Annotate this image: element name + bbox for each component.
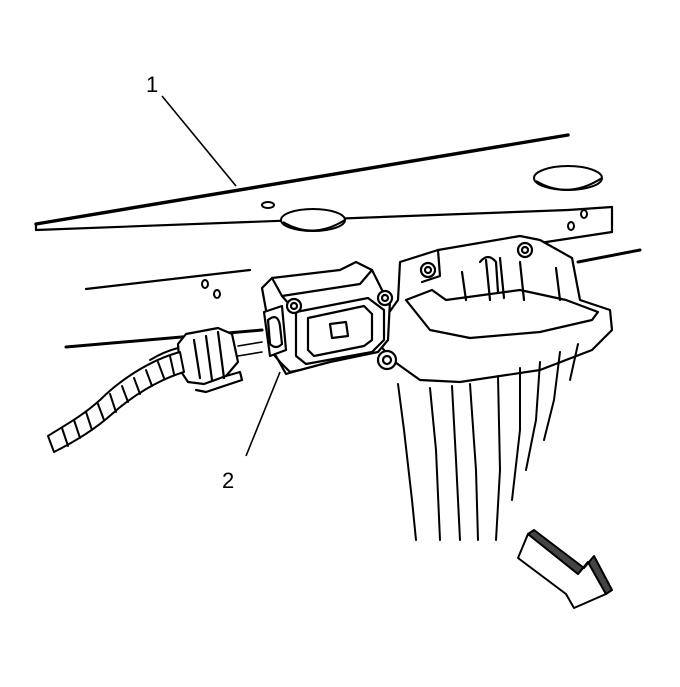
wiring-harness: [47, 347, 185, 453]
leader-line-2: [245, 371, 281, 457]
wiring-connector: [176, 326, 263, 394]
mounting-bracket: [374, 234, 614, 384]
frame-holes: [201, 165, 603, 299]
leader-lines: [161, 95, 281, 457]
direction-arrow-icon: [517, 529, 613, 609]
support-pillar: [397, 343, 579, 541]
callout-1: 1: [146, 72, 158, 97]
impact-sensor: [260, 260, 394, 376]
callout-2: 2: [222, 468, 234, 493]
leader-line-1: [161, 95, 237, 187]
